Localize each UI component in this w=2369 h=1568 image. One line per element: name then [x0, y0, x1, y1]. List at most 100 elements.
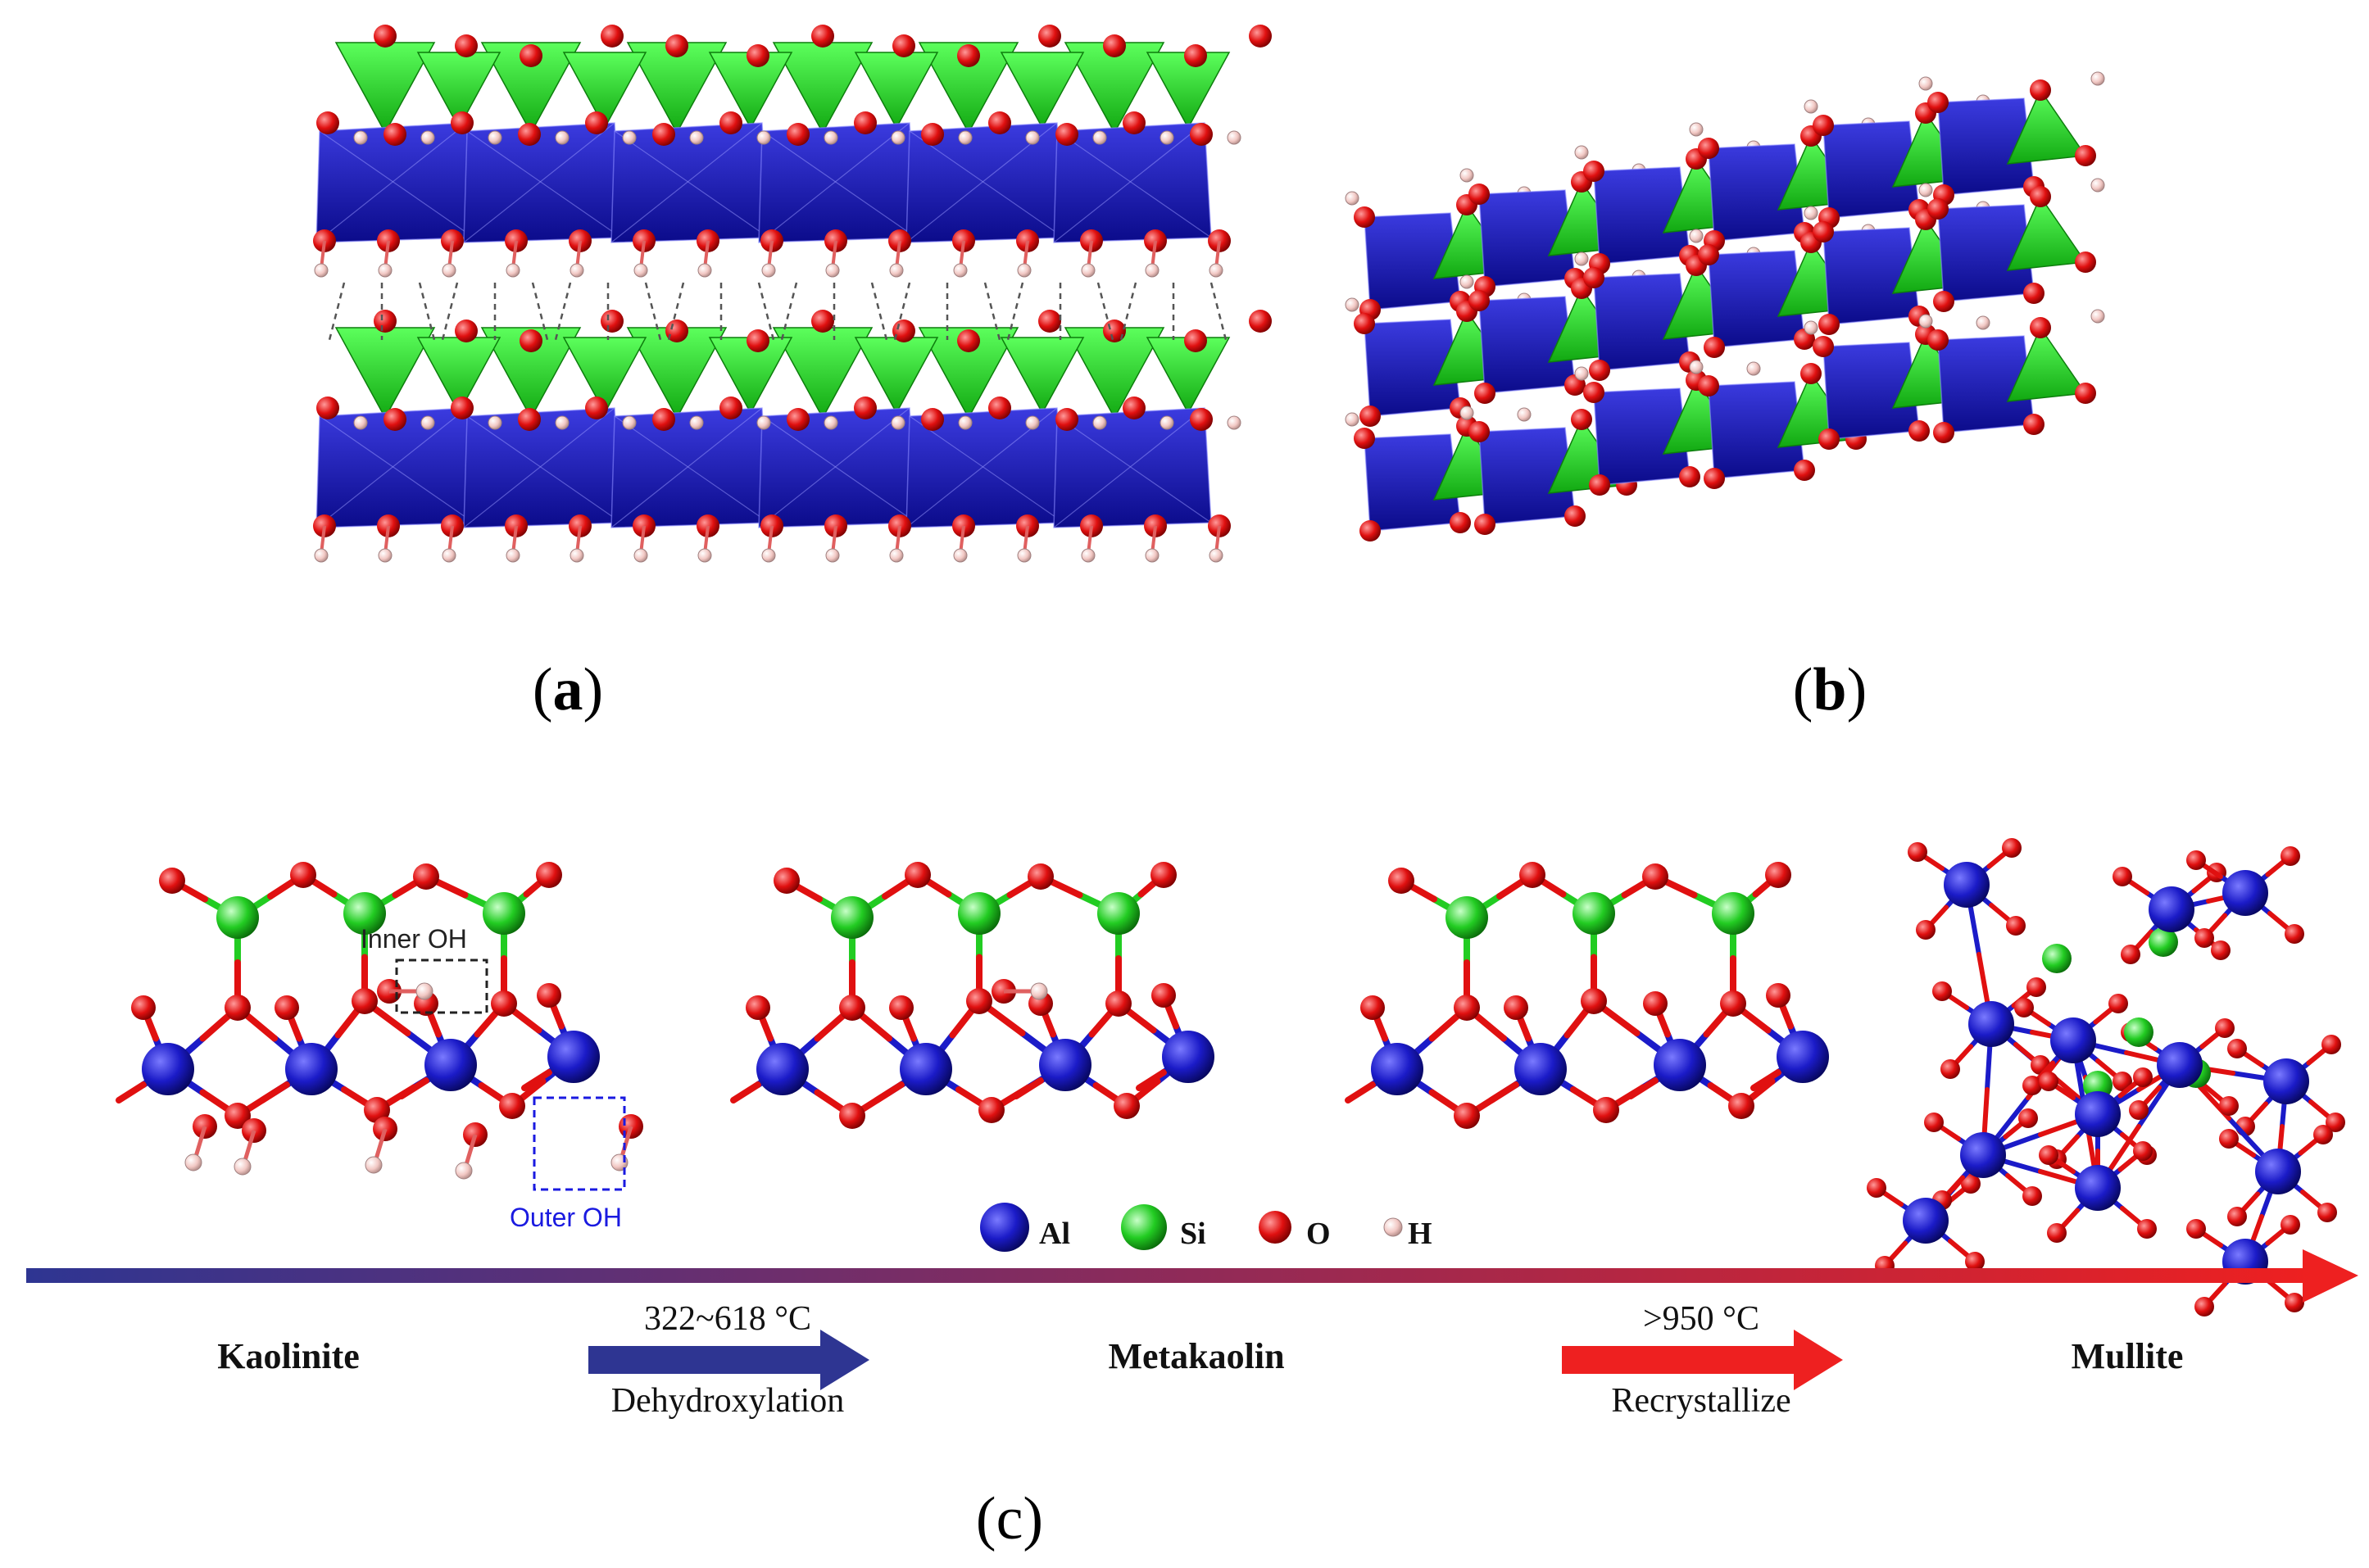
step-arrow-shaft: [1562, 1346, 1795, 1374]
o-atom: [585, 397, 608, 419]
o-atom: [2194, 1297, 2214, 1316]
legend-label-o: O: [1306, 1217, 1331, 1251]
h-atom: [1209, 263, 1223, 278]
hydrogen-bond: [870, 282, 888, 341]
si-atom: [2149, 927, 2178, 957]
o-atom: [1813, 336, 1834, 357]
h-atom: [1976, 315, 1990, 330]
bond-segment: [1627, 1077, 1659, 1099]
o-atom: [290, 862, 316, 888]
o-atom: [1564, 505, 1586, 527]
o-atom: [1249, 25, 1272, 48]
h-atom: [415, 982, 433, 1000]
o-atom: [1038, 310, 1061, 333]
oh-bond: [193, 1126, 207, 1160]
octahedron-edge: [758, 122, 910, 243]
o-atom: [1123, 397, 1146, 419]
o-atom: [1643, 991, 1668, 1016]
o-atom: [225, 995, 251, 1021]
o-atom: [383, 408, 406, 431]
o-atom: [1474, 514, 1495, 535]
h-atom: [442, 548, 456, 563]
h-atom: [1459, 168, 1474, 183]
h-atom: [378, 263, 393, 278]
o-atom: [839, 1103, 865, 1129]
h-atom: [1030, 982, 1048, 1000]
al-atom: [1903, 1198, 1949, 1244]
o-atom: [1589, 474, 1610, 496]
h-atom: [2090, 309, 2105, 324]
o-atom: [2039, 1145, 2058, 1165]
o-atom: [1720, 990, 1746, 1017]
al-atom: [142, 1043, 194, 1095]
h-atom: [633, 263, 648, 278]
o-atom: [537, 983, 561, 1008]
h-atom: [1025, 130, 1040, 145]
octahedron-edge: [466, 130, 622, 238]
o-atom: [518, 123, 541, 146]
o-atom: [1519, 862, 1545, 888]
o-atom: [2047, 1223, 2067, 1243]
o-atom: [2018, 1108, 2038, 1128]
h-atom: [365, 1156, 383, 1174]
h-atom: [891, 130, 905, 145]
o-atom: [364, 1097, 390, 1123]
bond-segment: [1136, 1069, 1167, 1091]
octahedron-edge: [614, 130, 769, 238]
o-atom: [1940, 1059, 1960, 1079]
stage-kaolinite: Kaolinite: [217, 1336, 360, 1376]
o-atom: [2321, 1035, 2341, 1054]
o-atom: [1468, 290, 1490, 311]
h-atom: [1081, 548, 1096, 563]
h-atom: [314, 263, 329, 278]
h-atom: [420, 415, 435, 430]
o-atom: [665, 34, 688, 57]
al-atom: [2263, 1058, 2309, 1104]
bond-segment: [521, 1069, 552, 1091]
o-atom: [1468, 421, 1490, 442]
o-atom: [2023, 414, 2045, 435]
h-atom: [1383, 1217, 1403, 1237]
o-atom: [2219, 1096, 2239, 1116]
o-atom: [1698, 375, 1719, 397]
h-atom: [1918, 314, 1933, 329]
h-atom: [1160, 415, 1174, 430]
h-atom: [825, 548, 840, 563]
o-atom: [2211, 940, 2231, 960]
o-atom: [1571, 409, 1592, 430]
o-atom: [1038, 25, 1061, 48]
h-atom: [958, 415, 973, 430]
caption-c-letter: c: [996, 1485, 1023, 1552]
o-atom: [601, 25, 624, 48]
si-atom: [2042, 944, 2072, 973]
o-atom: [1932, 981, 1952, 1001]
h-atom: [1345, 191, 1359, 206]
bond-segment: [1488, 1081, 1519, 1103]
o-atom: [966, 988, 992, 1014]
h-atom: [442, 263, 456, 278]
o-atom: [1765, 862, 1791, 888]
o-atom: [2219, 1129, 2239, 1149]
h-atom: [756, 130, 771, 145]
o-atom: [665, 319, 688, 342]
h-atom: [958, 130, 973, 145]
o-atom: [892, 34, 915, 57]
o-atom: [131, 995, 156, 1020]
al-atom: [2149, 886, 2194, 932]
o-atom: [1583, 382, 1604, 403]
o-atom: [1704, 337, 1725, 358]
h-atom: [506, 263, 520, 278]
h-atom: [314, 548, 329, 563]
h-atom: [1017, 548, 1032, 563]
h-atom: [825, 263, 840, 278]
o-atom: [1698, 244, 1719, 265]
h-atom: [1574, 145, 1589, 160]
si-atom: [1445, 896, 1488, 939]
o-atom: [1698, 138, 1719, 159]
h-atom: [1689, 122, 1704, 137]
h-atom: [1804, 206, 1818, 220]
h-atom: [1574, 252, 1589, 266]
step-arrow-head: [820, 1330, 869, 1390]
o-atom: [1642, 863, 1668, 890]
stage-mullite: Mullite: [2071, 1336, 2184, 1376]
